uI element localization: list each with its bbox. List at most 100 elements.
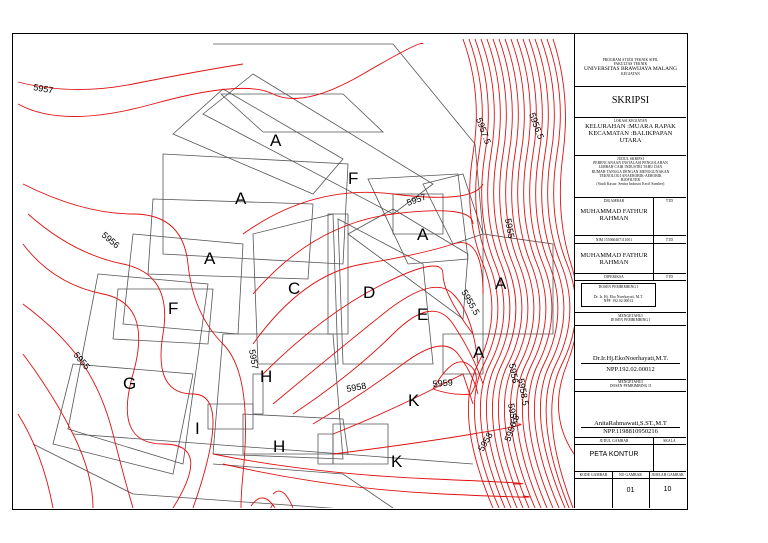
- contour-line: [17, 42, 424, 117]
- dosen1-small-npp: NPP. 192.02.00012: [603, 299, 634, 304]
- jumlah-gambar-value: 10: [663, 486, 672, 493]
- contour-line: [22, 303, 134, 508]
- plot-outline: [202, 73, 434, 215]
- contour-line: [534, 38, 566, 508]
- plot-outline: [482, 233, 554, 335]
- header-line: PROGRAM STUDI TEKNIK SIPIL: [602, 58, 659, 62]
- plot-outline: [252, 213, 339, 365]
- contour-map: 5957 5956 5955 5957 5958 5959 5957.5 595…: [17, 38, 574, 508]
- contour-line: [332, 423, 522, 455]
- contour-line: [22, 183, 274, 508]
- diperiksa-cell: MUHAMMAD FATHUR RAHMAN: [575, 244, 686, 274]
- plot-outline: [213, 43, 484, 235]
- plot-outline: [219, 93, 385, 133]
- zone-label: G: [123, 374, 136, 393]
- contour-line: [212, 453, 524, 485]
- kegiatan-cell: SKRIPSI: [575, 87, 686, 118]
- dosen1-npp: NPP.192.02.00012: [606, 366, 655, 373]
- plot-outline: [172, 88, 344, 195]
- zone-label: A: [235, 189, 247, 208]
- plot-outline: [332, 423, 389, 465]
- judul-line: PERENCANAAN INSTALASI PENGOLAHAN: [593, 161, 668, 166]
- plot-outline: [252, 373, 264, 415]
- contour-label: 5958: [476, 431, 495, 453]
- zone-label: H: [260, 367, 272, 386]
- zone-label: K: [391, 452, 403, 471]
- diperiksa-name: MUHAMMAD FATHUR: [580, 252, 648, 259]
- zone-label: A: [495, 274, 507, 293]
- zone-label: H: [273, 437, 285, 456]
- contour-label: 5955.5: [459, 288, 481, 317]
- plot-outline: [162, 153, 349, 265]
- plot-outline: [147, 198, 314, 280]
- contour-label: 5959: [432, 377, 453, 389]
- zone-label: A: [473, 343, 485, 362]
- zone-label: C: [288, 279, 300, 298]
- diperiksa-name: RAHMAN: [599, 259, 629, 266]
- plot-outline: [212, 333, 344, 460]
- judul-cell: JUDUL SKRIPSI PERENCANAAN INSTALASI PENG…: [575, 156, 686, 198]
- contour-lines: [17, 38, 574, 508]
- contour-label: 5956: [100, 230, 122, 251]
- dosen2-npp: NPP.1198810950216: [603, 428, 658, 435]
- contour-line: [252, 242, 484, 345]
- zone-label: I: [195, 419, 200, 438]
- mengetahui-cell: MENGETAHUI DOSEN PEMBIMBING I: [575, 312, 686, 326]
- contour-line: [504, 38, 536, 508]
- nim-cell: NIM 155060407111001 TTD: [575, 236, 686, 244]
- contour-line: [468, 38, 500, 508]
- plot-outline: [67, 273, 209, 465]
- title-block: PROGRAM STUDI TEKNIK SIPIL FAKULTAS TEKN…: [574, 34, 687, 508]
- contour-label: 5956: [507, 363, 520, 384]
- contour-line: [552, 38, 574, 455]
- zone-label: A: [204, 249, 216, 268]
- judul-line: BIOFILTER: [621, 178, 640, 183]
- zone-label: F: [168, 299, 178, 318]
- contour-label: 5957: [247, 349, 260, 370]
- dosen1-small-cell: DOSEN PEMBIMBING I Dr. Ir. Hj. Eko Noerh…: [575, 281, 686, 312]
- gambar-values: 01 10: [575, 479, 686, 508]
- diperiksa-label-cell: DIPERIKSA TTD: [575, 274, 686, 281]
- contour-line: [22, 243, 192, 508]
- zone-label: K: [408, 391, 420, 410]
- nim-label: NIM 155060407111001: [595, 238, 633, 242]
- contour-label: 5955: [71, 350, 92, 372]
- dosen1-small-name: Dr. Ir. Hj. Eko Noerhayati, M.T.: [593, 295, 644, 300]
- plot-outline: [207, 403, 254, 430]
- contour-line: [242, 183, 484, 235]
- plot-outline: [112, 288, 214, 345]
- no-gambar-value: 01: [626, 487, 635, 494]
- plot-outline: [347, 208, 469, 320]
- mengetahui2-cell: MENGETAHUI DOSEN PEMBIMBING II: [575, 380, 686, 392]
- drawing-frame: 5957 5956 5955 5957 5958 5959 5957.5 595…: [12, 33, 688, 510]
- no-label: NO GAMBAR: [619, 473, 642, 477]
- contour-line: [516, 38, 548, 508]
- kegiatan-label: KEGIATAN: [621, 72, 640, 77]
- contour-line: [22, 353, 94, 508]
- mengetahui2-label: MENGETAHUI: [618, 380, 643, 384]
- digambar-label: DIGAMBAR: [603, 199, 625, 203]
- contour-line: [262, 265, 474, 375]
- lokasi-line: KELURAHAN :MUARA RAPAK: [585, 123, 676, 131]
- institution-header: PROGRAM STUDI TEKNIK SIPIL FAKULTAS TEKN…: [575, 34, 686, 87]
- contour-line: [17, 63, 244, 90]
- gambar-header: KODE GAMBAR NO GAMBAR JUMLAH GAMBAR: [575, 472, 686, 479]
- judul-gambar-header: JUDUL GAMBAR SKALA: [575, 438, 686, 445]
- contour-line: [222, 463, 530, 498]
- jumlah-label: JUMLAH GAMBAR: [651, 473, 684, 477]
- digambar-name: MUHAMMAD FATHUR: [580, 208, 648, 215]
- judul-gambar-value: PETA KONTUR: [589, 451, 639, 458]
- dosen1b-label: DOSEN PEMBIMBING I: [610, 318, 651, 323]
- contour-line: [252, 210, 474, 295]
- dosen1-name: Dr.Ir.Hj.EkoNoerhayati,M.T.: [592, 355, 669, 362]
- contour-line: [250, 497, 276, 508]
- contour-line: [498, 38, 530, 508]
- plot-outline: [392, 193, 444, 235]
- ttd-label: TTD: [665, 238, 674, 242]
- judul-line: (Studi Kasus: Sentra Industri Kecil Somb…: [596, 182, 665, 187]
- plot-outline: [122, 233, 244, 335]
- contour-label: 5959: [506, 403, 519, 424]
- kode-label: KODE GAMBAR: [579, 473, 608, 477]
- plot-outline: [442, 333, 484, 375]
- zone-labels: A A A A A A A F F C D E G H H I K K: [123, 131, 507, 471]
